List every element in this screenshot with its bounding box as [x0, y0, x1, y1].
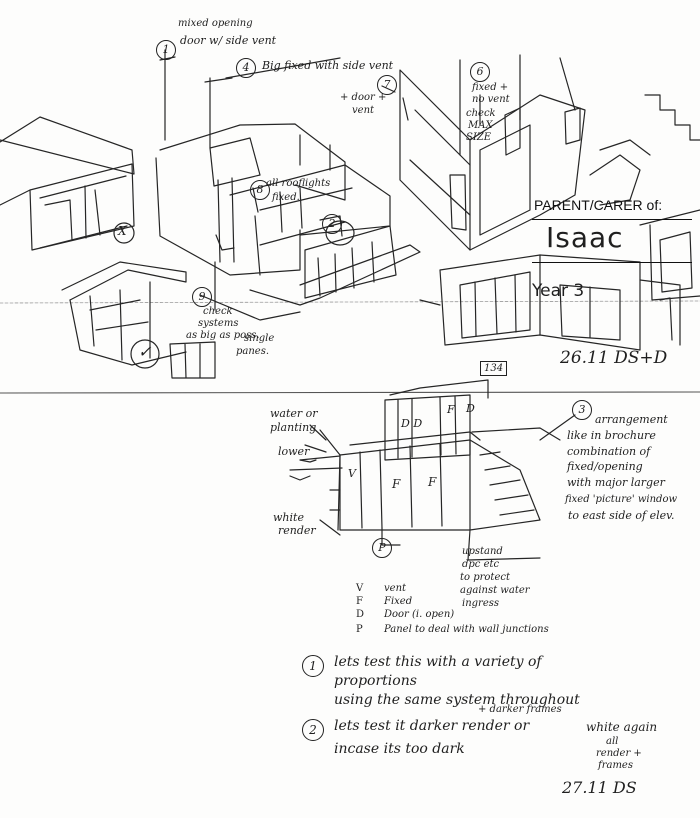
house-axonometric-center — [155, 49, 421, 321]
bottom-note-2-marker: 2 — [302, 719, 324, 741]
note-4-text: Big fixed with side vent — [262, 59, 394, 72]
bottom-note-2-line-1: lets test it darker render or — [334, 718, 530, 734]
parent-carer-label: PARENT/CARER of: — [534, 197, 663, 213]
note-9-line-1: check — [203, 306, 233, 317]
reference-badge: 134 — [480, 361, 508, 376]
note-6-line-4: MAX — [468, 120, 493, 131]
bay-sketch-mid-left — [61, 261, 216, 379]
note-1-line-2: door w/ side vent — [180, 34, 277, 47]
note-6-marker: 6 — [470, 62, 490, 82]
panel-p-marker: P — [372, 538, 392, 558]
water-line-2: planting — [270, 421, 317, 434]
note-1-line-1: mixed opening — [178, 18, 253, 29]
single-panes-line-1: single — [244, 333, 275, 344]
legend-row-fixed: F Fixed — [356, 596, 412, 607]
house-sketch-top-left — [0, 116, 135, 251]
cutaway-sketch-right — [639, 94, 700, 301]
elevation-note-3-marker: 3 — [572, 400, 592, 420]
white-render-line-2: render — [278, 524, 316, 537]
note-6-line-5: SIZE — [466, 132, 492, 143]
arrangement-line-7: to east side of elev. — [568, 509, 675, 522]
legend-key: D — [356, 609, 365, 620]
note-2-marker: 2 — [322, 214, 342, 234]
legend-key: V — [356, 583, 364, 594]
single-panes-line-2: panes. — [236, 346, 270, 357]
bottom-note-1-marker: 1 — [302, 655, 324, 677]
note-8-line-1: all rooflights — [266, 178, 331, 189]
year-label: Year 3 — [532, 281, 585, 301]
panel-f-1: F — [392, 477, 401, 491]
legend-row-vent: V vent — [356, 583, 406, 594]
arrangement-line-1: arrangement — [595, 413, 668, 426]
note-6-line-2: no vent — [472, 94, 510, 105]
upstand-line-4: against water — [460, 585, 530, 596]
arrangement-line-2: like in brochure — [567, 429, 656, 442]
legend-key: F — [356, 596, 363, 607]
note-8-marker: 8 — [250, 180, 270, 200]
note-9-line-3: as big as poss. — [186, 330, 260, 341]
white-render-line-1: white — [273, 511, 304, 524]
front-elevation-sketch — [289, 379, 576, 561]
date-bottom: 27.11 DS — [562, 778, 637, 797]
legend-row-door: D Door (i. open) — [356, 609, 454, 620]
interior-bay-sketch — [419, 254, 681, 351]
child-name: Isaac — [546, 221, 624, 254]
arrangement-line-3: combination of — [567, 445, 651, 458]
divider-line — [0, 391, 700, 394]
upstand-line-5: ingress — [462, 598, 500, 609]
reject-mark: X — [118, 224, 127, 238]
upstand-line-2: dpc etc — [462, 559, 500, 570]
stair-elevation-top-right — [399, 54, 651, 251]
note-6-line-1: fixed + — [472, 82, 509, 93]
note-1-marker: 1 — [156, 40, 176, 60]
name-box — [532, 219, 692, 263]
note-7-line-1: + door + — [340, 92, 387, 103]
note-7-line-2: vent — [352, 105, 375, 116]
bottom-note-1-line-1: lets test this with a variety of — [334, 654, 542, 670]
panel-f-upper: F — [447, 403, 455, 416]
fold-line-upper — [0, 300, 700, 304]
arrangement-line-5: with major larger — [567, 476, 665, 489]
white-again-line-2: all — [606, 736, 619, 747]
white-again-line-4: frames — [598, 760, 633, 771]
lower-label: lower — [278, 445, 310, 458]
white-again-line-3: render + — [596, 748, 642, 759]
bottom-note-2-superscript: + darker frames — [478, 704, 562, 715]
bottom-note-1-line-2: proportions — [334, 673, 417, 689]
white-again-line-1: white again — [586, 720, 658, 734]
legend-key: P — [356, 624, 363, 635]
arrangement-line-4: fixed/opening — [567, 460, 643, 473]
bottom-note-2-line-2: incase its too dark — [334, 741, 465, 757]
bottom-note-1-line-3: using the same system throughout — [334, 692, 580, 708]
panel-dd: D D — [401, 417, 423, 430]
note-9-line-2: systems — [198, 318, 239, 329]
legend-row-panel: P Panel to deal with wall junctions — [356, 624, 549, 635]
note-7-marker: 7 — [377, 75, 397, 95]
note-4-marker: 4 — [236, 58, 256, 78]
approve-mark: ✓ — [138, 342, 152, 361]
note-6-line-3: check — [466, 108, 496, 119]
legend-desc: Fixed — [384, 596, 413, 607]
legend-desc: vent — [384, 583, 407, 594]
note-8-line-2: fixed. — [272, 192, 300, 203]
legend-desc: Door (i. open) — [384, 609, 455, 620]
upstand-line-1: upstand — [462, 546, 503, 557]
upstand-line-3: to protect — [460, 572, 510, 583]
panel-v: V — [348, 467, 356, 480]
note-9-marker: 9 — [192, 287, 212, 307]
panel-d-upper: D — [466, 402, 475, 415]
arrangement-line-6: fixed 'picture' window — [565, 494, 678, 505]
legend-desc: Panel to deal with wall junctions — [384, 624, 549, 635]
date-top: 26.11 DS+D — [560, 348, 668, 368]
panel-f-2: F — [428, 475, 437, 489]
water-line-1: water or — [270, 407, 318, 420]
